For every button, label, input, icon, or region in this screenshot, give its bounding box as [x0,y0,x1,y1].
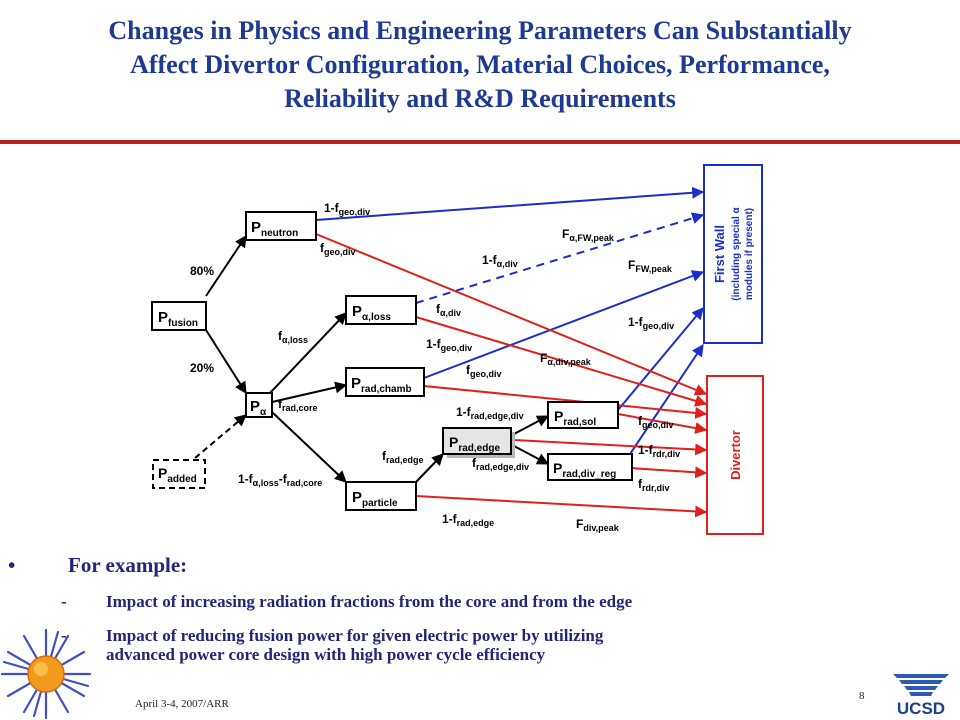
arrow-raddivreg-divertor [629,466,708,479]
label-radcore: frad,core [278,397,318,413]
arrow-aloss-firstwall [415,212,705,304]
label-80pct: 80% [190,264,214,278]
label-fw1geodiv: 1-fgeo,div [628,315,674,331]
label-a1div: 1-fα,div [482,253,518,269]
bullet-marker: • [8,553,16,577]
arrow-radchamb-firstwall [423,270,705,379]
svg-text:Prad,edge: Prad,edge [449,434,500,454]
label-geodiv2: fgeo,div [638,414,674,430]
node-first-wall: First Wall (including special α modules … [703,164,763,344]
slide-title: Changes in Physics and Engineering Param… [0,14,960,116]
title-line-3: Reliability and R&D Requirements [284,84,676,113]
svg-text:Pfusion: Pfusion [158,309,198,329]
svg-text:Divertor: Divertor [728,430,743,480]
label-particle-frac: 1-fα,loss-frad,core [238,472,322,488]
svg-text:Padded: Padded [158,465,197,485]
svg-text:Prad,sol: Prad,sol [554,408,596,428]
title-line-2: Affect Divertor Configuration, Material … [130,50,830,79]
node-alpha: Pα [245,392,273,418]
arrow-alpha-radchamb [271,381,348,403]
node-divertor: Divertor [706,375,764,535]
svg-text:(including special α: (including special α [731,206,742,300]
label-rc-div: fgeo,div [466,363,502,379]
node-fusion: Pfusion [151,301,207,331]
arrow-added-alpha [194,414,247,459]
label-ffwpeak: FFW,peak [628,258,673,274]
node-particle: Pparticle [345,481,417,511]
arrow-fusion-neutron [205,235,247,297]
svg-text:Pα: Pα [250,398,267,418]
flow-labels: 80% 20% 1-fgeo,div fgeo,div Fα,FW,peak 1… [190,201,680,533]
svg-text:Pneutron: Pneutron [251,219,298,239]
node-rad-div-reg: Prad,div_reg [547,453,633,481]
sub-bullet-dash: - [61,626,67,645]
blue-flow-arrows [315,186,705,455]
arrow-neutron-divertor [315,233,708,396]
label-fdivpeak: Fdiv,peak [576,517,620,533]
bullet-main-text: For example: [68,553,188,577]
label-rdr: frdr,div [638,477,670,493]
label-neut-fw: 1-fgeo,div [324,201,370,217]
arrow-aloss-divertor [415,316,708,407]
arrow-particle-radedge [415,453,444,483]
svg-text:Prad,chamb: Prad,chamb [351,375,412,395]
title-line-1: Changes in Physics and Engineering Param… [108,16,852,45]
node-rad-sol: Prad,sol [547,401,619,429]
label-aloss: fα,loss [278,329,308,345]
node-added: Padded [152,459,206,489]
sub-bullet-text: Impact of increasing radiation fractions… [106,592,633,611]
sub-bullet-dash: - [61,592,67,611]
label-rdr1: 1-frdr,div [638,443,680,459]
label-adiv: fα,div [436,302,461,318]
arrow-alpha-particle [271,411,347,483]
label-20pct: 20% [190,361,214,375]
svg-text:Pparticle: Pparticle [352,489,398,509]
arrow-radedge-raddivreg [513,445,550,465]
arrow-neutron-firstwall [315,186,705,221]
title-divider [0,140,960,144]
black-flow-arrows [194,235,550,483]
svg-text:Prad,div_reg: Prad,div_reg [553,460,616,480]
label-adivpeak: Fα,div,peak [540,351,592,367]
arrow-radchamb-divertor [423,385,708,419]
label-radedge: frad,edge [382,449,424,465]
svg-text:UCSD: UCSD [897,699,945,718]
arrow-radsol-firstwall [617,307,704,411]
arrow-particle-divertor [415,495,708,518]
node-alpha-loss: Pα,loss [345,295,417,325]
arrow-radedge-divertor [513,439,708,456]
node-rad-edge: Prad,edge [442,427,515,458]
label-rediv: frad,edge,div [472,456,529,472]
page-number: 8 [859,690,865,702]
label-rc-fw: 1-fgeo,div [426,337,472,353]
svg-text:modules if present): modules if present) [744,208,755,300]
arrow-alpha-aloss [269,312,347,394]
arrow-radedge-radsol [513,415,550,435]
label-neut-div: fgeo,div [320,241,356,257]
red-flow-arrows [315,233,708,518]
arrow-raddivreg-firstwall [629,344,704,455]
footer-date: April 3-4, 2007/ARR [135,698,229,710]
label-afwpeak: Fα,FW,peak [562,227,615,243]
label-re1edge: 1-frad,edge [442,512,494,528]
node-neutron: Pneutron [245,211,317,241]
svg-text:First Wall: First Wall [712,225,727,283]
label-re1div: 1-frad,edge,div [456,405,524,421]
sun-logo-icon [0,628,92,720]
power-flow-diagram: Pfusion Pneutron Pα Padded Pα,loss Prad,… [151,164,764,535]
arrow-fusion-alpha [205,329,247,395]
svg-text:Pα,loss: Pα,loss [352,303,391,323]
node-rad-chamb: Prad,chamb [345,367,425,397]
arrow-radsol-divertor [617,413,708,434]
sub-bullet-text: Impact of reducing fusion power for give… [106,626,604,664]
ucsd-logo-icon: UCSD [893,674,949,718]
